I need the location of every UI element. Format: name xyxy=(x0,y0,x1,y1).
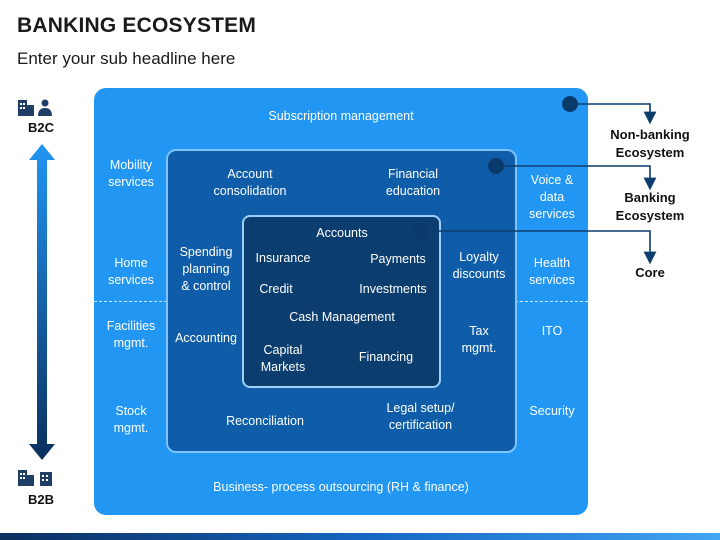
payments-label: Payments xyxy=(370,252,426,266)
health-services-label: Health services xyxy=(529,256,575,287)
credit-label: Credit xyxy=(259,282,293,296)
stock-mgmt-label: Stock mgmt. xyxy=(113,404,149,435)
core-label: Core xyxy=(635,265,665,280)
core-connector xyxy=(421,230,657,265)
tax-mgmt-label: Tax mgmt. xyxy=(461,324,497,355)
legal-setup-label: Legal setup/ certification xyxy=(386,401,455,432)
vertical-double-arrow xyxy=(29,144,55,460)
ito-label: ITO xyxy=(541,324,563,338)
page-title: BANKING ECOSYSTEM xyxy=(17,14,257,37)
b2c-label: B2C xyxy=(28,120,55,135)
reconciliation-label: Reconciliation xyxy=(226,414,304,428)
non-banking-ecosystem-label: Non-banking Ecosystem xyxy=(610,127,690,160)
banking-connector xyxy=(496,165,657,191)
capital-markets-label: Capital Markets xyxy=(260,343,306,374)
non-banking-connector xyxy=(570,103,657,125)
accounting-label: Accounting xyxy=(175,331,237,345)
voice-data-services-label: Voice & data services xyxy=(529,173,575,221)
loyalty-discounts-label: Loyalty discounts xyxy=(452,250,506,281)
facilities-mgmt-label: Facilities mgmt. xyxy=(106,319,156,350)
spending-planning-label: Spending planning & control xyxy=(179,245,233,293)
footer-gradient-bar xyxy=(0,533,720,540)
insurance-label: Insurance xyxy=(255,251,311,265)
building-and-building-icon xyxy=(18,470,52,486)
account-consolidation-label: Account consolidation xyxy=(213,167,287,198)
subscription-management-label: Subscription management xyxy=(268,109,414,123)
financing-label: Financing xyxy=(358,350,414,364)
mobility-services-label: Mobility services xyxy=(108,158,154,189)
banking-ecosystem-label: Banking Ecosystem xyxy=(615,190,685,223)
cash-management-label: Cash Management xyxy=(289,310,395,324)
investments-label: Investments xyxy=(359,282,427,296)
bpo-label: Business- process outsourcing (RH & fina… xyxy=(213,480,469,494)
b2b-label: B2B xyxy=(28,492,55,507)
core-box xyxy=(242,215,441,388)
building-and-person-icon xyxy=(18,99,52,116)
home-services-label: Home services xyxy=(108,256,154,287)
accounts-label: Accounts xyxy=(316,226,368,240)
b2c-b2b-axis xyxy=(18,99,55,486)
financial-education-label: Financial education xyxy=(385,167,441,198)
security-label: Security xyxy=(529,404,575,418)
page-subtitle: Enter your sub headline here xyxy=(17,49,236,68)
banking-ecosystem-box xyxy=(166,149,517,453)
